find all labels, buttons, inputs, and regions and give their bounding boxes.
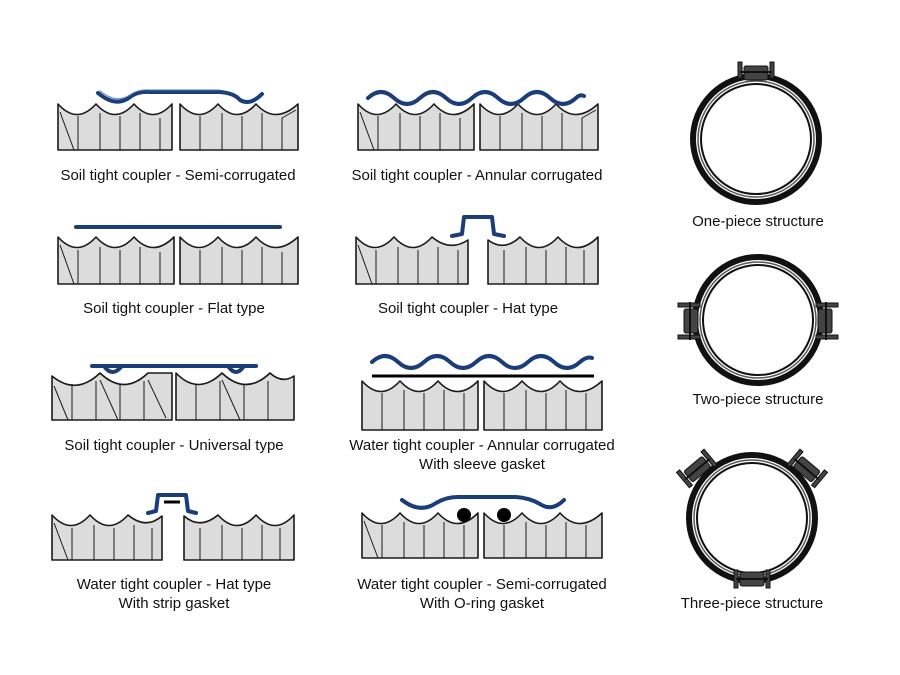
caption-water-annular-line2: With sleeve gasket (419, 456, 546, 473)
caption-water-hat-line2: With strip gasket (119, 595, 231, 612)
coupler-band (96, 89, 264, 104)
caption-three-piece: Three-piece structure (681, 595, 824, 612)
bolt-lug-upper-right (786, 448, 829, 489)
soil-annular-corrugated-figure (357, 90, 599, 151)
pipe-section-left (51, 372, 173, 421)
o-ring-gasket-left (457, 508, 471, 522)
pipe-section-right (179, 103, 299, 151)
soil-universal-type-figure (51, 364, 295, 421)
caption-two-piece: Two-piece structure (693, 391, 824, 408)
caption-water-semi-line2: With O-ring gasket (420, 595, 545, 612)
water-hat-type-figure (51, 493, 295, 561)
bolt-lug-bottom (733, 569, 771, 589)
pipe-section-right (487, 236, 599, 285)
bolt-lug-left (677, 302, 701, 340)
bolt-lug-upper-left (675, 448, 718, 489)
caption-one-piece: One-piece structure (692, 213, 824, 230)
coupler-band (90, 364, 258, 374)
water-annular-corrugated-figure (361, 354, 603, 431)
coupler-hat-band (146, 493, 198, 515)
one-piece-ring (690, 61, 822, 205)
soil-flat-type-figure (57, 225, 299, 285)
pipe-section-left (57, 103, 173, 151)
pipe-section-left (51, 514, 163, 561)
caption-soil-annular-corrugated: Soil tight coupler - Annular corrugated (352, 167, 603, 184)
pipe-section-left (357, 103, 475, 151)
pipe-section-left (57, 236, 175, 285)
bolt-lug-top (737, 61, 775, 81)
pipe-section-right (479, 103, 599, 151)
caption-soil-flat-type: Soil tight coupler - Flat type (83, 300, 265, 317)
two-piece-ring (677, 254, 839, 386)
water-semi-corrugated-figure (361, 495, 603, 559)
o-ring-gasket-right (497, 508, 511, 522)
caption-water-semi-line1: Water tight coupler - Semi-corrugated (357, 576, 607, 593)
three-piece-ring (675, 448, 829, 589)
caption-soil-universal-type: Soil tight coupler - Universal type (64, 437, 283, 454)
pipe-section-right (483, 380, 603, 431)
soil-hat-type-figure (355, 215, 599, 285)
pipe-section-left (355, 236, 469, 285)
caption-water-hat-line1: Water tight coupler - Hat type (77, 576, 272, 593)
coupler-band (370, 354, 594, 370)
coupler-band (400, 495, 566, 510)
pipe-section-right (179, 236, 299, 285)
pipe-section-right (183, 514, 295, 561)
pipe-section-right (483, 512, 603, 559)
pipe-section-left (361, 380, 479, 431)
soil-semi-corrugated-figure (57, 89, 299, 151)
bolt-lug-right (815, 302, 839, 340)
caption-soil-semi-corrugated: Soil tight coupler - Semi-corrugated (60, 167, 295, 184)
coupler-band (366, 90, 586, 106)
caption-water-annular-line1: Water tight coupler - Annular corrugated (349, 437, 614, 454)
pipe-section-right (175, 372, 295, 421)
caption-soil-hat-type: Soil tight coupler - Hat type (378, 300, 558, 317)
coupler-hat-band (450, 215, 506, 238)
